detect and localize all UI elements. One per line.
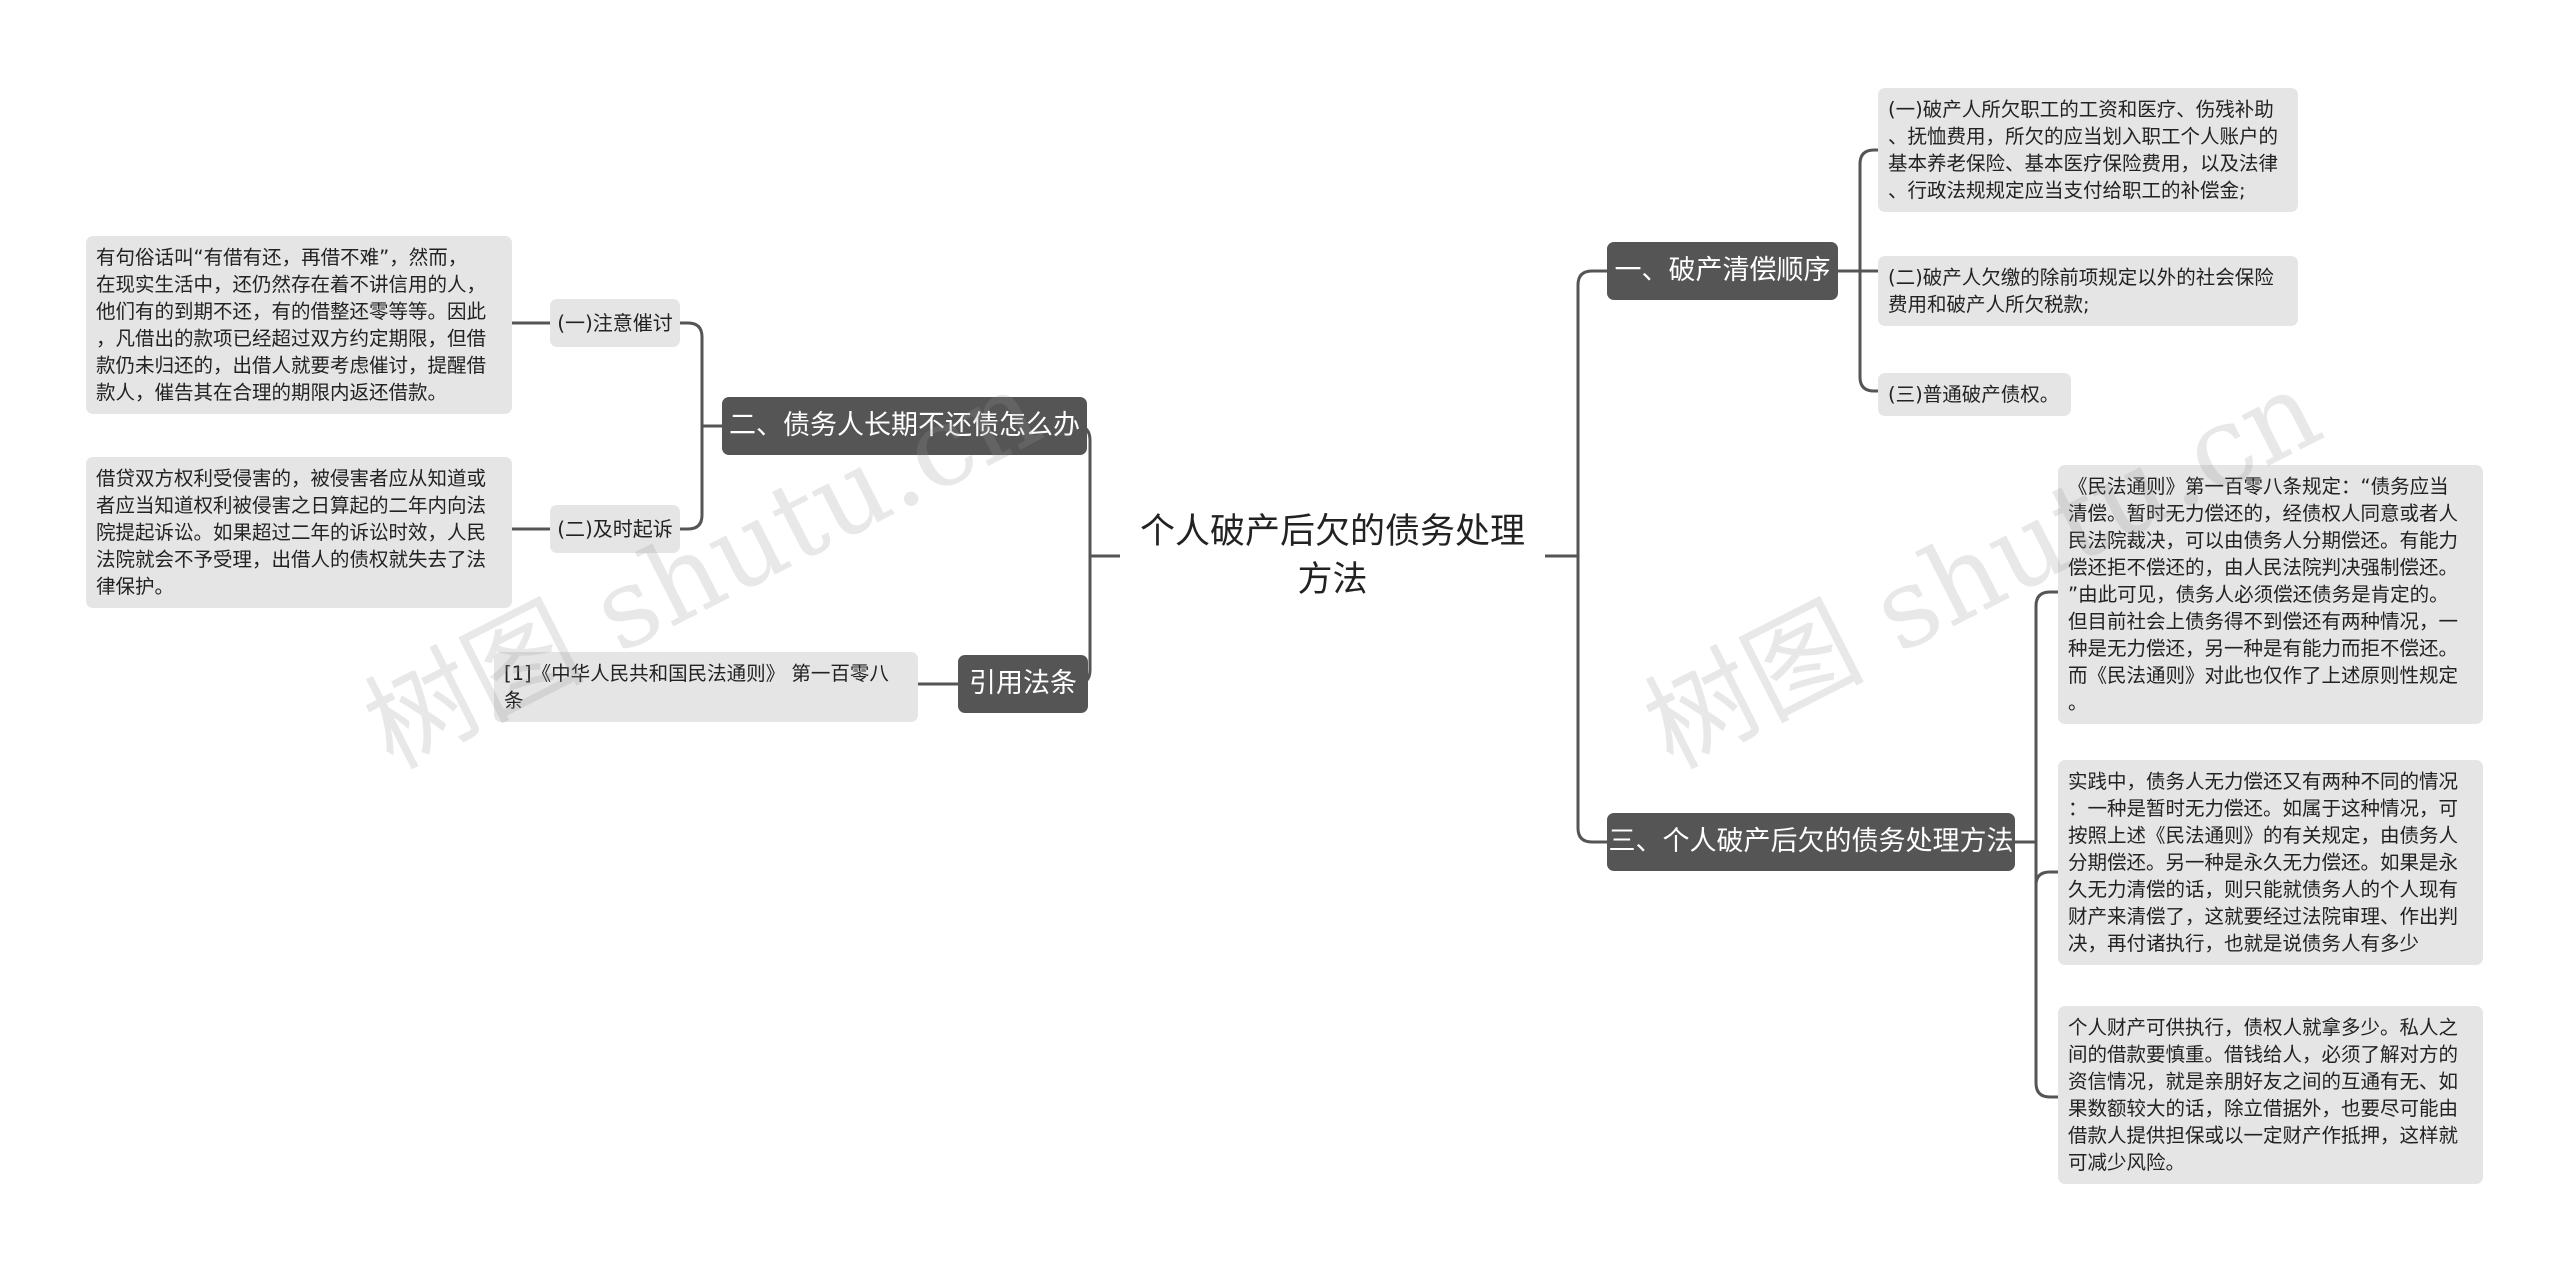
root-title: 个人破产后欠的债务处理方法 [1139,512,1525,600]
sub-urge-repayment-label: (一)注意催讨 [557,311,673,335]
sub-timely-lawsuit[interactable]: (二)及时起诉 [550,505,680,553]
root-topic[interactable]: 个人破产后欠的债务处理方法 [1130,508,1535,604]
connector-b2-subs [680,321,722,531]
urge-repayment-text[interactable]: 有句俗话叫“有借有还，再借不难”，然而， 在现实生活中，还仍然存在着不讲信用的人… [86,236,512,414]
connector-b3-items [2015,590,2058,1099]
timely-lawsuit-text[interactable]: 借贷双方权利受侵害的，被侵害者应从知道或 者应当知道权利被侵害之日算起的二年内向… [86,457,512,608]
method-item-1[interactable]: 《民法通则》第一百零八条规定：“债务应当 清偿。暂时无力偿还的，经债权人同意或者… [2058,465,2483,724]
debt-order-item-3[interactable]: (三)普通破产债权。 [1878,373,2071,416]
debt-order-item-2[interactable]: (二)破产人欠缴的除前项规定以外的社会保险 费用和破产人所欠税款; [1878,256,2298,326]
method-item-3[interactable]: 个人财产可供执行，债权人就拿多少。私人之 间的借款要慎重。借钱给人，必须了解对方… [2058,1006,2483,1184]
branch-long-term-label: 二、债务人长期不还债怎么办 [729,410,1080,441]
sub-timely-lawsuit-label: (二)及时起诉 [557,517,673,541]
connector-b1-items [1838,148,1878,393]
debt-order-item-1[interactable]: (一)破产人所欠职工的工资和医疗、伤残补助 、抚恤费用，所欠的应当划入职工个人账… [1878,88,2298,212]
branch-citation-label: 引用法条 [969,668,1077,699]
sub-urge-repayment[interactable]: (一)注意催讨 [550,299,680,347]
citation-text[interactable]: [1]《中华人民共和国民法通则》 第一百零八 条 [494,652,918,722]
branch-debt-order-label: 一、破产清偿顺序 [1614,255,1831,286]
branch-method[interactable]: 三、个人破产后欠的债务处理方法 [1607,813,2015,871]
branch-long-term[interactable]: 二、债务人长期不还债怎么办 [722,397,1087,455]
connector-left-trunk [1063,424,1092,686]
branch-citation[interactable]: 引用法条 [958,655,1088,713]
connector-right-trunk [1576,269,1607,844]
branch-method-label: 三、个人破产后欠的债务处理方法 [1608,826,2014,857]
method-item-2[interactable]: 实践中，债务人无力偿还又有两种不同的情况 ：一种是暂时无力偿还。如属于这种情况，… [2058,760,2483,965]
branch-debt-order[interactable]: 一、破产清偿顺序 [1607,242,1838,300]
